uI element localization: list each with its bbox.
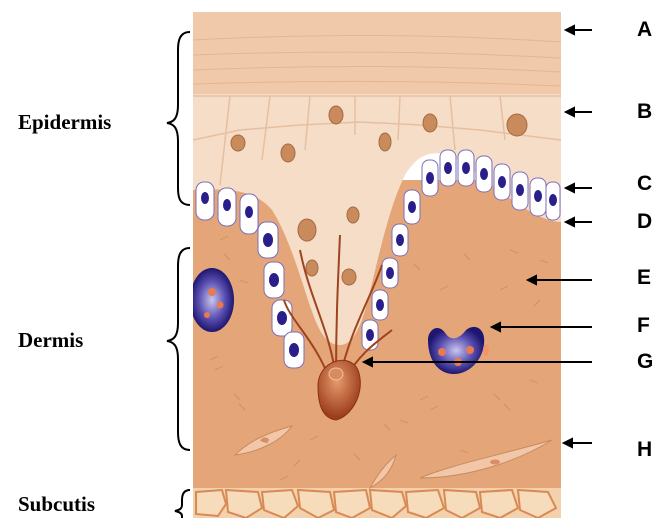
label-G: G (637, 350, 653, 374)
label-subcutis: Subcutis (18, 492, 95, 517)
label-epidermis: Epidermis (18, 110, 111, 135)
label-B: B (637, 100, 652, 124)
label-F: F (637, 314, 650, 338)
layer-braces (167, 32, 190, 518)
label-A: A (637, 18, 652, 42)
label-dermis: Dermis (18, 328, 83, 353)
label-C: C (637, 172, 652, 196)
label-H: H (637, 438, 652, 462)
label-D: D (637, 210, 652, 234)
label-E: E (637, 266, 651, 290)
blood-vessel-left (190, 268, 234, 332)
